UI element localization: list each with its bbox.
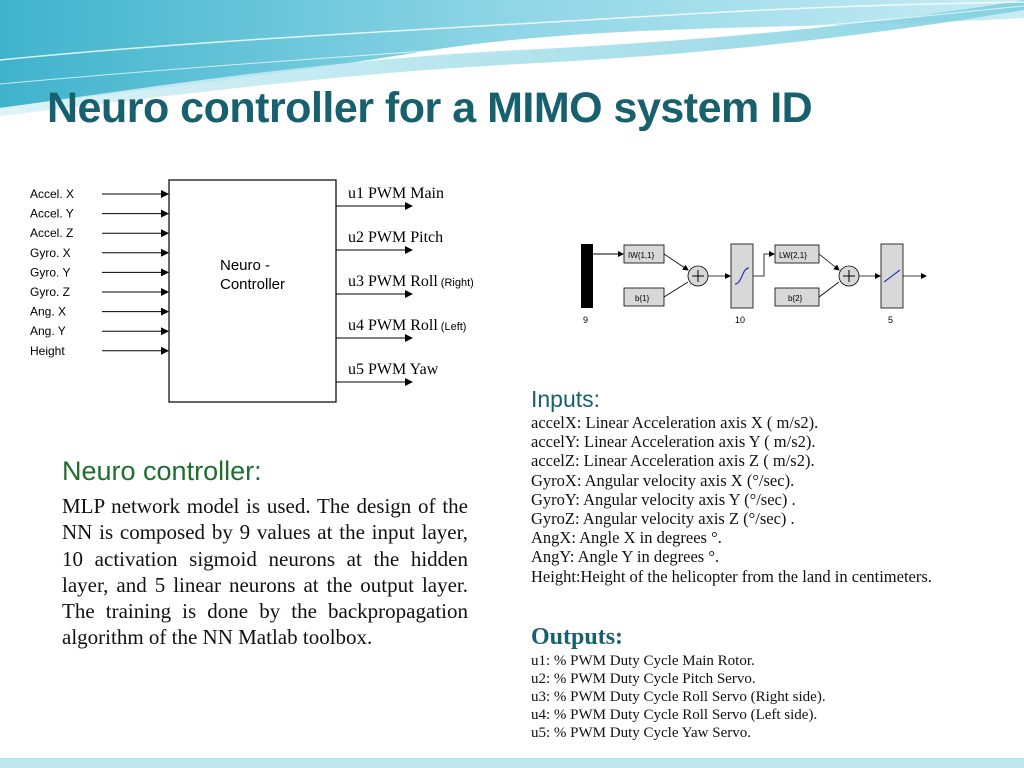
output-item: u4: % PWM Duty Cycle Roll Servo (Left si… xyxy=(531,707,818,723)
output-item: u1: % PWM Duty Cycle Main Rotor. xyxy=(531,653,755,669)
block-output-label: u2 PWM Pitch xyxy=(348,229,443,246)
block-output-label: u1 PWM Main xyxy=(348,185,444,202)
block-input-label: Accel. X xyxy=(30,187,74,201)
block-output-label: u5 PWM Yaw xyxy=(348,361,439,378)
block-input-label: Gyro. X xyxy=(30,246,71,260)
block-output-name: u1 PWM Main xyxy=(348,185,444,202)
output-layer-size-label: 5 xyxy=(888,315,893,325)
block-output-label: u3 PWM Roll(Right) xyxy=(348,273,474,290)
input-item: Height:Height of the helicopter from the… xyxy=(531,566,932,586)
hidden-layer-size-label: 10 xyxy=(735,315,745,325)
output-item: u3: % PWM Duty Cycle Roll Servo (Right s… xyxy=(531,689,826,705)
output-item: u2: % PWM Duty Cycle Pitch Servo. xyxy=(531,671,756,687)
block-input-label: Accel. Y xyxy=(30,207,74,221)
input-item: GyroX: Angular velocity axis X (°/sec). xyxy=(531,470,795,490)
bottom-accent-bar xyxy=(0,758,1024,768)
input-item: GyroZ: Angular velocity axis Z (°/sec) . xyxy=(531,509,795,529)
input-vector-bar xyxy=(581,244,593,308)
input-item: AngY: Angle Y in degrees °. xyxy=(531,547,720,567)
neuro-controller-heading: Neuro controller: xyxy=(62,456,262,486)
inputs-heading: Inputs: xyxy=(531,386,601,412)
block-input-label: Ang. X xyxy=(30,305,66,319)
block-output-name: u5 PWM Yaw xyxy=(348,361,439,378)
input-size-label: 9 xyxy=(583,315,588,325)
input-item: GyroY: Angular velocity axis Y (°/sec) . xyxy=(531,489,796,509)
block-output-name: u3 PWM Roll xyxy=(348,273,438,290)
block-output-note: (Right) xyxy=(441,277,474,289)
outputs-heading: Outputs: xyxy=(531,624,624,650)
block-input-label: Gyro. Z xyxy=(30,285,70,299)
header-wave-decoration xyxy=(0,0,1024,116)
block-output-note: (Left) xyxy=(441,321,467,333)
neuro-controller-box xyxy=(168,179,337,403)
layer2-weight-label: LW{2,1} xyxy=(779,251,807,260)
slide-title: Neuro controller for a MIMO system ID xyxy=(47,84,813,132)
input-item: accelX: Linear Acceleration axis X ( m/s… xyxy=(531,413,819,432)
input-item: accelZ: Linear Acceleration axis Z ( m/s… xyxy=(531,451,815,471)
neuro-controller-block-diagram: Neuro - Controller Accel. X Accel. Y Accel… xyxy=(22,172,514,408)
layer2-bias-label: b{2} xyxy=(788,294,803,303)
output-item: u5: % PWM Duty Cycle Yaw Servo. xyxy=(531,725,751,741)
block-input-label: Accel. Z xyxy=(30,226,73,240)
neuro-controller-description: MLP network model is used. The design of… xyxy=(62,494,468,650)
controller-box-label: Controller xyxy=(220,276,285,293)
outputs-list: u1: % PWM Duty Cycle Main Rotor. u2: % P… xyxy=(531,652,971,742)
inputs-list: accelX: Linear Acceleration axis X ( m/s… xyxy=(531,413,971,586)
block-input-label: Height xyxy=(30,344,65,358)
layer1-weight-label: IW{1,1} xyxy=(628,251,655,260)
block-input-label: Gyro. Y xyxy=(30,265,70,279)
layer1-bias-label: b{1} xyxy=(635,294,650,303)
block-input-label: Ang. Y xyxy=(30,324,66,338)
block-output-name: u4 PWM Roll xyxy=(348,317,438,334)
block-output-label: u4 PWM Roll(Left) xyxy=(348,317,466,334)
input-item: accelY: Linear Acceleration axis Y ( m/s… xyxy=(531,432,816,452)
input-item: AngX: Angle X in degrees °. xyxy=(531,528,722,548)
network-structure-diagram: 9 IW{1,1} b{1} 10 LW{2,1} b{2} xyxy=(566,222,956,358)
block-output-name: u2 PWM Pitch xyxy=(348,229,443,246)
controller-box-label: Neuro - xyxy=(220,257,270,274)
